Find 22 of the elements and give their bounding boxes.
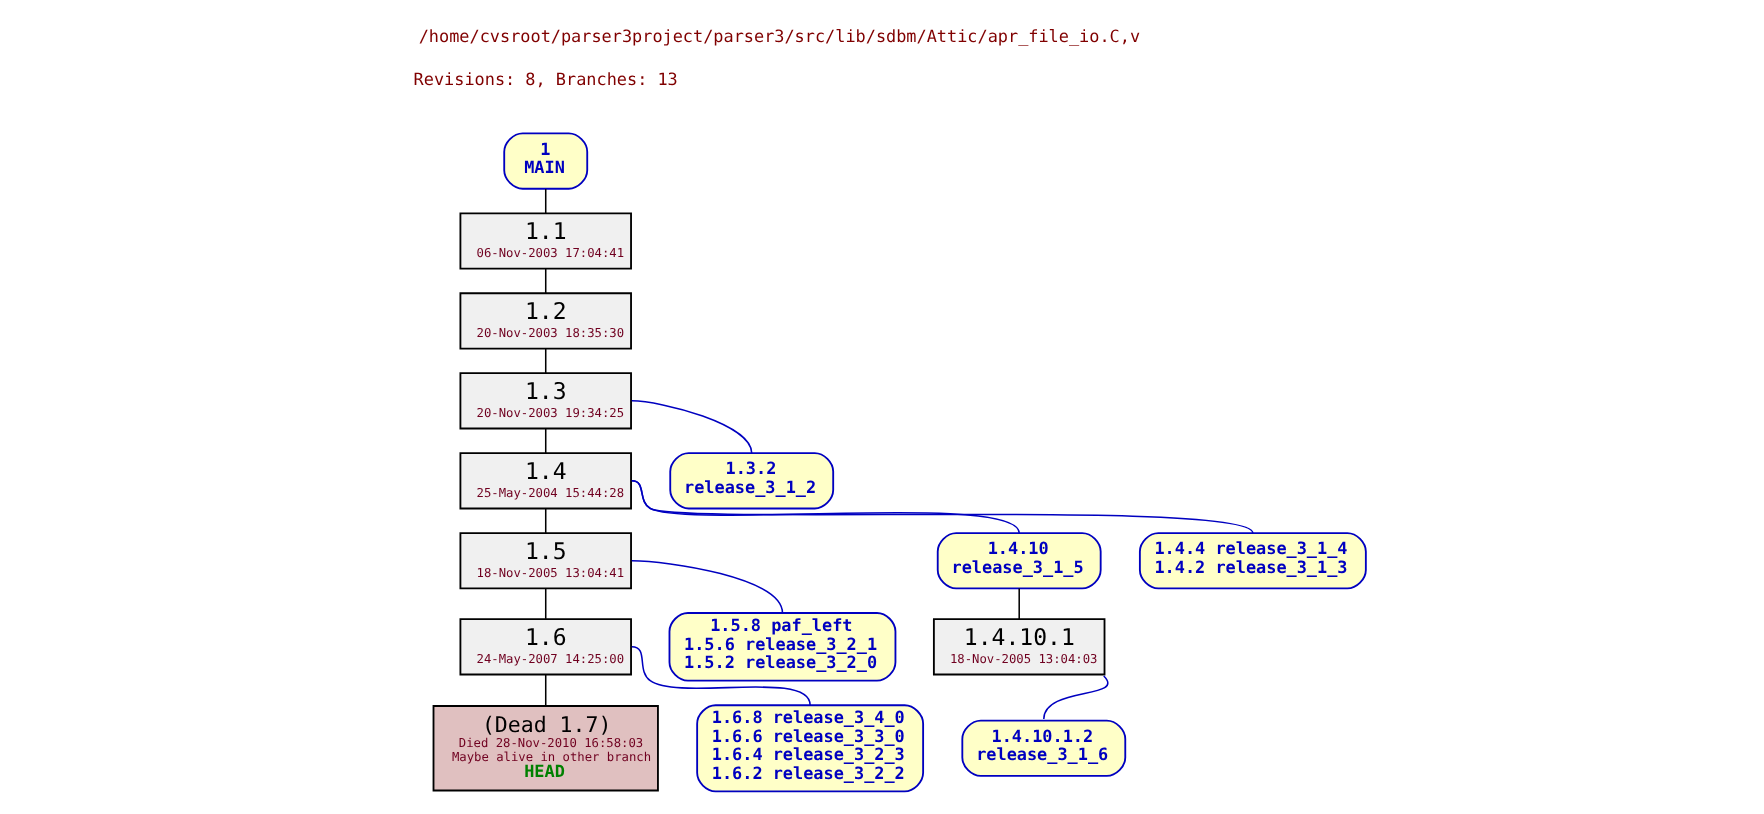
node-box: 1.5.8 paf_left 1.5.6 release_3_2_1 1.5.2 release_3_2_0: [668, 612, 897, 682]
connector: [544, 268, 547, 294]
connector: [631, 559, 784, 614]
connector: [631, 400, 753, 454]
node-box: 1.3.2 release_3_1_2: [669, 452, 835, 510]
connector: [1018, 587, 1020, 620]
connector: [544, 428, 547, 454]
node-box: 1.4.10 release_3_1_5: [936, 532, 1102, 590]
connector: [544, 673, 547, 707]
label: Revisions: 8, Branches: 13: [413, 69, 678, 90]
connector: [544, 188, 547, 214]
node-box: 1 MAIN: [503, 132, 589, 190]
node-box: 1.4.4 release_3_1_4 1.4.2 release_3_1_3: [1138, 532, 1367, 590]
connector: [1043, 675, 1109, 720]
node-box: 1.4.10.1.2 release_3_1_6: [961, 719, 1127, 777]
connector: [544, 508, 547, 534]
node-box: 1.6.8 release_3_4_0 1.6.6 release_3_3_0 1.6.4 release_3_2_3 1.6.2 release_3_2_2: [696, 704, 925, 793]
diagram-title: /home/cvsroot/parser3project/parser3/src/lib/sdbm/Attic/apr_file_io.C,v: [418, 26, 1141, 47]
connector: [544, 348, 547, 374]
connector: [631, 646, 811, 706]
connector: [544, 587, 547, 620]
connector: [631, 480, 1254, 534]
